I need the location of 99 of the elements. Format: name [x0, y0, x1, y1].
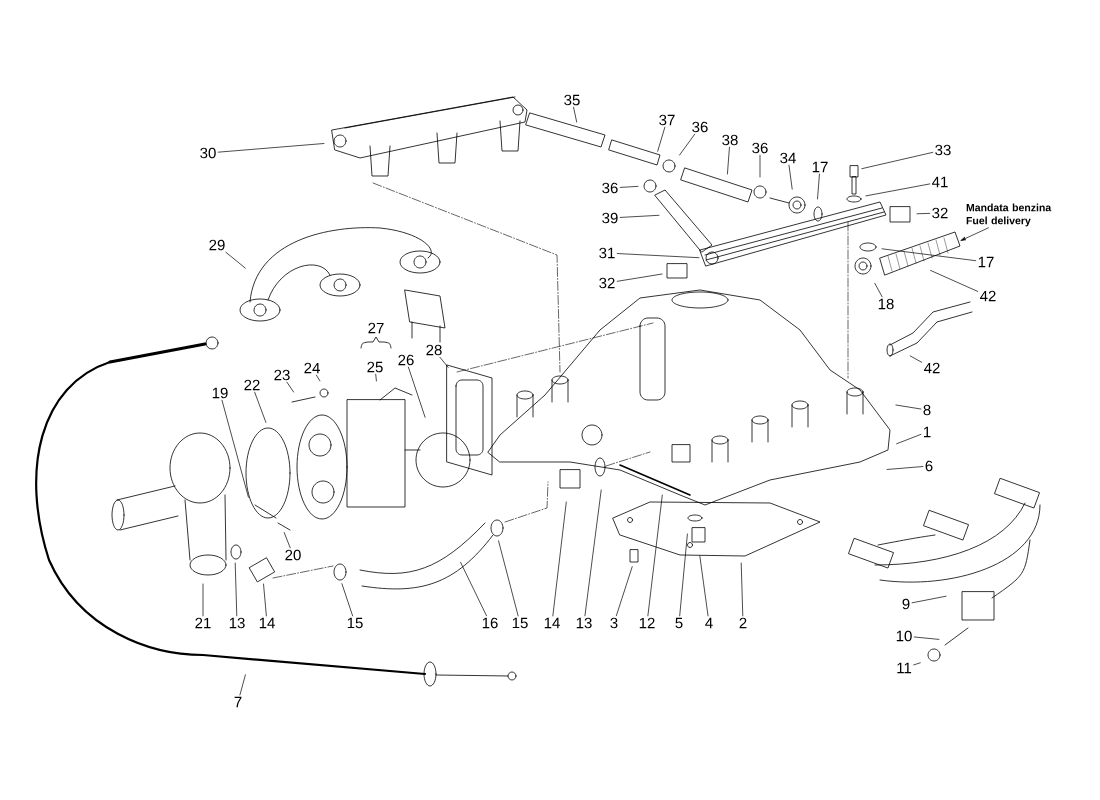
leader-line	[699, 555, 709, 617]
leader-line	[861, 152, 934, 170]
callout-number: 15	[512, 617, 528, 629]
callout-number: 14	[259, 617, 275, 629]
callout-number: 39	[602, 212, 618, 224]
leader-line	[217, 143, 325, 153]
leader-line	[895, 404, 922, 410]
callout-number: 34	[780, 152, 796, 164]
leader-line	[759, 154, 761, 178]
leader-line	[225, 251, 246, 269]
leader-line	[913, 662, 921, 666]
callout-number: 5	[675, 617, 683, 629]
leader-line	[679, 133, 696, 156]
callout-number: 12	[639, 617, 655, 629]
leader-line	[647, 494, 663, 617]
callout-number: 21	[195, 617, 211, 629]
callout-number: 27	[368, 322, 384, 334]
callout-number: 8	[923, 404, 931, 416]
leader-line	[619, 214, 660, 218]
callout-number: 2	[739, 617, 747, 629]
leader-line	[573, 106, 578, 123]
callout-number: 29	[209, 239, 225, 251]
leader-line	[283, 532, 291, 549]
callout-number: 17	[812, 161, 828, 173]
callout-number: 11	[897, 662, 912, 674]
callout-number: 36	[692, 121, 708, 133]
callout-number: 32	[932, 207, 948, 219]
callout-number: 13	[229, 617, 245, 629]
leader-line	[341, 583, 353, 617]
callout-number: 37	[659, 114, 675, 126]
leader-line	[234, 562, 238, 617]
leader-line	[896, 434, 922, 445]
callout-number: 15	[347, 617, 363, 629]
leader-line	[679, 533, 688, 617]
leader-line	[239, 674, 246, 696]
callout-number: 31	[599, 247, 615, 259]
callout-number: 14	[544, 617, 560, 629]
leader-line	[221, 399, 249, 498]
callout-number: 36	[752, 142, 768, 154]
arrow	[960, 227, 989, 241]
leader-line	[439, 356, 449, 368]
leader-line	[886, 466, 924, 470]
leader-line	[740, 562, 744, 617]
callout-number: 17	[978, 256, 994, 268]
callout-number: 36	[602, 182, 618, 194]
leader-line	[375, 373, 377, 382]
leader-line	[460, 562, 487, 617]
leader-line	[817, 173, 820, 200]
callout-number: 24	[304, 362, 320, 374]
annotation-text: Mandata benzina Fuel delivery	[966, 203, 1052, 227]
callout-number: 35	[564, 94, 580, 106]
callout-number: 18	[878, 298, 894, 310]
leader-line	[616, 273, 663, 282]
callout-number: 33	[935, 144, 951, 156]
callout-number: 16	[482, 617, 498, 629]
callout-number: 30	[200, 147, 216, 159]
leader-line	[911, 595, 947, 604]
callout-number: 4	[705, 617, 713, 629]
leader-line	[202, 583, 204, 617]
callout-number: 28	[426, 344, 442, 356]
callout-number: 6	[925, 460, 933, 472]
leader-line	[865, 183, 931, 197]
callout-number: 23	[274, 369, 290, 381]
leader-line	[913, 636, 940, 640]
leader-line	[727, 146, 730, 175]
callout-number: 26	[398, 354, 414, 366]
callout-number: 1	[924, 426, 931, 438]
leader-line	[909, 355, 923, 363]
leader-line	[316, 374, 321, 382]
callout-number: 7	[234, 696, 242, 708]
callout-number: 41	[932, 176, 948, 188]
leader-line	[263, 583, 267, 617]
callout-number: 10	[896, 630, 912, 642]
leader-line	[498, 540, 519, 617]
leader-line	[254, 391, 267, 423]
callout-number: 38	[722, 134, 738, 146]
callout-number: 9	[902, 598, 910, 610]
callout-number: 3	[610, 617, 618, 629]
callout-number: 42	[980, 290, 996, 302]
callout-number: 13	[576, 617, 592, 629]
leader-line	[930, 270, 979, 292]
callout-number: 25	[367, 361, 383, 373]
callout-number: 32	[599, 277, 615, 289]
leader-line	[619, 186, 639, 188]
leader-line	[916, 213, 931, 215]
leader-line	[616, 253, 700, 259]
callout-number: 22	[244, 379, 260, 391]
callout-number: 20	[285, 549, 301, 561]
leader-line	[874, 282, 883, 298]
callout-number: 42	[924, 362, 940, 374]
leader-line	[584, 489, 602, 617]
leader-line	[881, 248, 977, 262]
leader-line	[788, 164, 793, 190]
leader-line	[616, 566, 633, 617]
callout-number: 19	[212, 387, 228, 399]
leader-line	[552, 501, 567, 617]
leader-line	[408, 366, 426, 418]
leader-line	[286, 381, 294, 393]
leader-line	[657, 126, 666, 152]
